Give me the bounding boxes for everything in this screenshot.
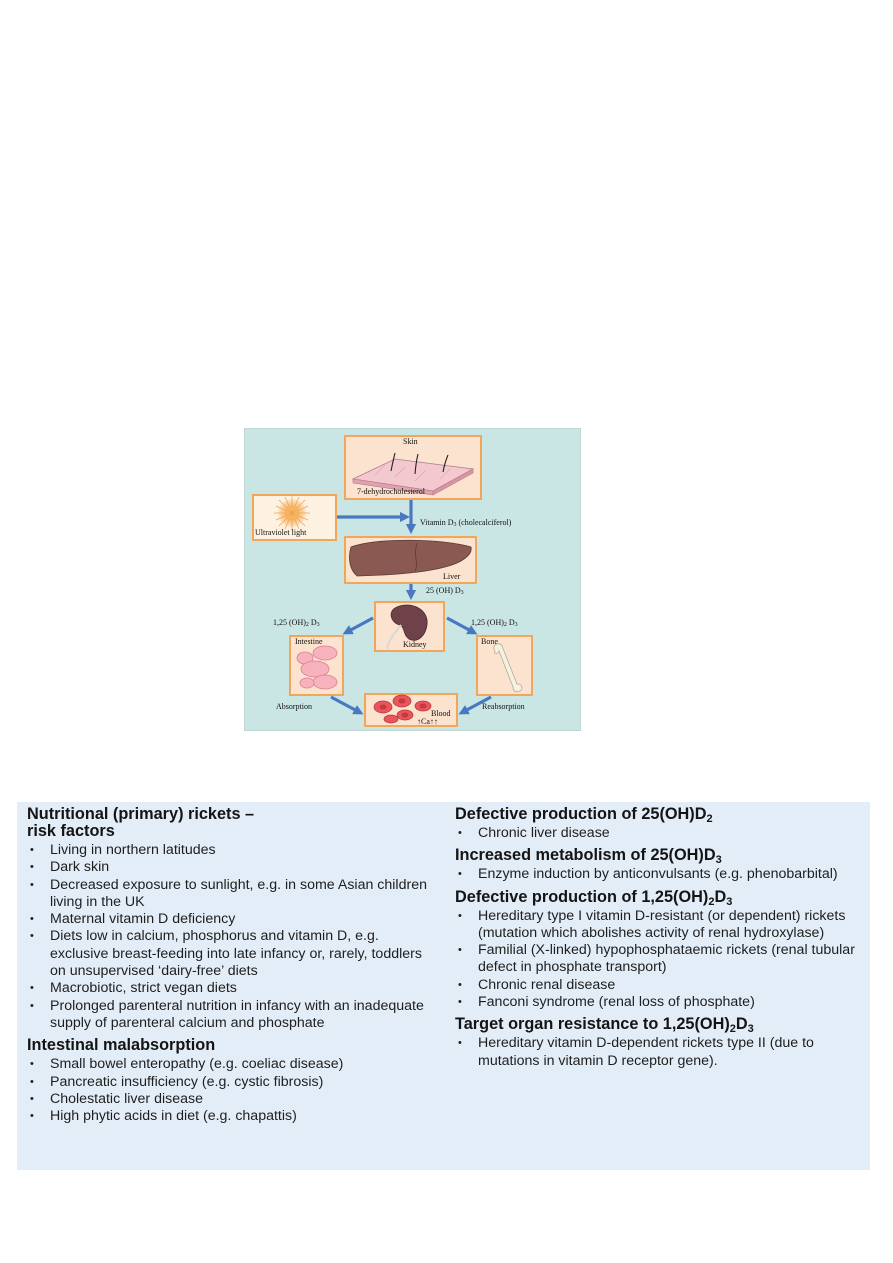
bone-label: Bone	[481, 638, 498, 646]
reabsorption-label: Reabsorption	[482, 703, 525, 711]
list-item: Maternal vitamin D deficiency	[27, 911, 439, 928]
dehydrocholesterol-label: 7-dehydrocholesterol	[357, 488, 425, 496]
arrow-kidney-to-intestine	[347, 618, 373, 632]
right-125-label: 1,25 (OH)2 D3	[471, 619, 518, 628]
absorption-label: Absorption	[276, 703, 312, 711]
list-item: Pancreatic insufficiency (e.g. cystic fi…	[27, 1074, 439, 1091]
heading-intestinal-malabsorption: Intestinal malabsorption	[27, 1037, 439, 1054]
list-item: Fanconi syndrome (renal loss of phosphat…	[455, 994, 865, 1011]
left-column: Nutritional (primary) rickets –risk fact…	[27, 806, 439, 1130]
list-item: Small bowel enteropathy (e.g. coeliac di…	[27, 1056, 439, 1073]
left-125-label: 1,25 (OH)2 D3	[273, 619, 320, 628]
list-item: Familial (X-linked) hypophosphataemic ri…	[455, 942, 865, 977]
blood-calcium-label: ↑Ca↑↑	[417, 718, 438, 726]
liver-label: Liver	[443, 573, 460, 581]
list-item: Chronic renal disease	[455, 977, 865, 994]
vitamin-d-metabolism-diagram: Skin 7-dehydrocholesterol Ultraviolet li…	[244, 428, 581, 731]
list-item: Dark skin	[27, 859, 439, 876]
sun-icon	[274, 495, 310, 531]
malabsorption-list: Small bowel enteropathy (e.g. coeliac di…	[27, 1056, 439, 1125]
heading-defective-25oh-production: Defective production of 25(OH)D2	[455, 806, 865, 823]
right-column: Defective production of 25(OH)D2 Chronic…	[455, 806, 865, 1075]
target-organ-resistance-list: Hereditary vitamin D-dependent rickets t…	[455, 1035, 865, 1070]
arrow-intestine-to-blood	[331, 697, 359, 712]
heading-increased-metabolism: Increased metabolism of 25(OH)D3	[455, 847, 865, 864]
list-item: High phytic acids in diet (e.g. chapatti…	[27, 1108, 439, 1125]
list-item: Cholestatic liver disease	[27, 1091, 439, 1108]
list-item: Enzyme induction by anticonvulsants (e.g…	[455, 866, 865, 883]
arrow-kidney-to-bone	[447, 618, 473, 632]
intestine-label: Intestine	[295, 638, 323, 646]
kidney-label: Kidney	[403, 641, 427, 649]
list-item: Hereditary vitamin D-dependent rickets t…	[455, 1035, 865, 1070]
diagram-graphics	[245, 429, 580, 730]
list-item: Hereditary type I vitamin D-resistant (o…	[455, 908, 865, 943]
oh25-label: 25 (OH) D3	[426, 587, 464, 596]
list-item: Macrobiotic, strict vegan diets	[27, 980, 439, 997]
vitamin-d3-label: Vitamin D3 (cholecalciferol)	[420, 519, 511, 528]
list-item: Diets low in calcium, phosphorus and vit…	[27, 928, 439, 980]
list-item: Chronic liver disease	[455, 825, 865, 842]
increased-metabolism-list: Enzyme induction by anticonvulsants (e.g…	[455, 866, 865, 883]
heading-target-organ-resistance: Target organ resistance to 1,25(OH)2D3	[455, 1016, 865, 1033]
uv-label: Ultraviolet light	[255, 529, 306, 537]
defective-25oh-list: Chronic liver disease	[455, 825, 865, 842]
rickets-causes-table: Nutritional (primary) rickets –risk fact…	[17, 802, 870, 1170]
list-item: Living in northern latitudes	[27, 842, 439, 859]
skin-label: Skin	[403, 438, 418, 446]
nutritional-risk-factors-list: Living in northern latitudes Dark skin D…	[27, 842, 439, 1032]
list-item: Decreased exposure to sunlight, e.g. in …	[27, 877, 439, 912]
heading-nutritional-rickets: Nutritional (primary) rickets –risk fact…	[27, 806, 439, 840]
heading-defective-125oh-production: Defective production of 1,25(OH)2D3	[455, 889, 865, 906]
list-item: Prolonged parenteral nutrition in infanc…	[27, 998, 439, 1033]
defective-125oh-list: Hereditary type I vitamin D-resistant (o…	[455, 908, 865, 1012]
